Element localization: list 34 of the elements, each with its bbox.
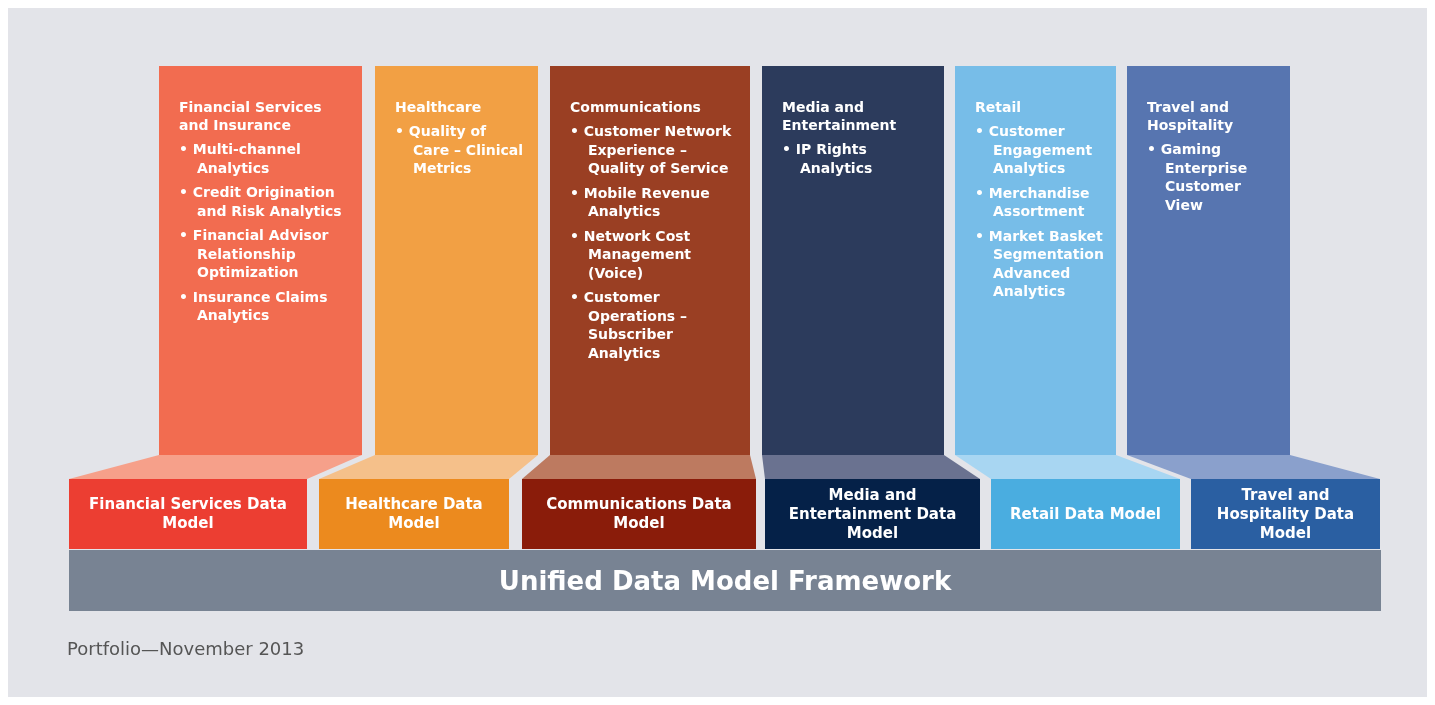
- bullet-item: • Market Basket Segmentation Advanced Analytics: [975, 226, 1104, 301]
- bullet-item: • Mobile Revenue Analytics: [570, 183, 711, 221]
- bullet-item: • Financial Advisor Relationship Optimization: [179, 226, 330, 282]
- data-model-box: Communications Data Model: [522, 479, 756, 549]
- data-model-box: Financial Services Data Model: [69, 479, 307, 549]
- category-column: [762, 66, 944, 455]
- bullet-item: • Customer Network Experience – Quality of Service: [570, 122, 733, 178]
- column-heading: Travel and Hospitality: [1147, 98, 1235, 134]
- bullet-item: • Multi-channel Analytics: [179, 140, 302, 177]
- bullet-item: • IP Rights Analytics: [782, 140, 874, 177]
- data-model-box: Media and Entertainment Data Model: [765, 479, 980, 549]
- bullet-item: • Credit Origination and Risk Analytics: [179, 183, 343, 220]
- category-column: [550, 66, 750, 455]
- data-model-box: Retail Data Model: [991, 479, 1180, 549]
- column-heading: Financial Services and Insurance: [179, 98, 323, 134]
- category-column: [375, 66, 538, 455]
- bullet-item: • Network Cost Management (Voice): [570, 226, 693, 282]
- caption: Portfolio—November 2013: [67, 638, 305, 659]
- category-column: [1127, 66, 1290, 455]
- column-heading: Communications: [570, 98, 702, 116]
- bullet-item: • Gaming Enterprise Customer View: [1147, 140, 1249, 214]
- bullet-item: • Insurance Claims Analytics: [179, 287, 329, 325]
- data-model-box: Travel and Hospitality Data Model: [1191, 479, 1380, 549]
- bullet-item: • Customer Engagement Analytics: [975, 122, 1094, 178]
- framework-bar: Unified Data Model Framework: [69, 550, 1381, 611]
- category-column: [159, 66, 362, 455]
- column-heading: Media and Entertainment: [782, 98, 898, 134]
- bullet-item: • Quality of Care – Clinical Metrics: [395, 122, 525, 178]
- bullet-item: • Customer Operations – Subscriber Analytics: [570, 288, 689, 362]
- column-heading: Healthcare: [395, 98, 483, 116]
- bullet-item: • Merchandise Assortment: [975, 183, 1091, 221]
- data-model-box: Healthcare Data Model: [319, 479, 509, 549]
- column-heading: Retail: [975, 98, 1022, 116]
- category-column: [955, 66, 1116, 455]
